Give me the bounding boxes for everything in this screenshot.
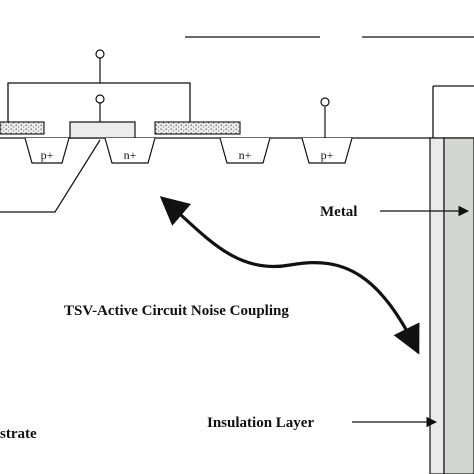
tsv-column (429, 85, 474, 474)
n-plus-mid-label: n+ (124, 148, 137, 162)
p-plus-left-label: p+ (41, 148, 54, 162)
n-well-mid (104, 137, 156, 164)
n-plus-right-label: n+ (239, 148, 252, 162)
insulation-layer (429, 137, 445, 474)
coupling-label: TSV-Active Circuit Noise Coupling (64, 303, 289, 319)
p-well-right (301, 137, 353, 164)
noise-coupling-arrow (159, 196, 420, 355)
left-leader-line (0, 139, 101, 213)
substrate-label: strate (0, 426, 37, 442)
p-well-left (24, 137, 70, 164)
right-terminal (320, 97, 330, 107)
gate-block (69, 121, 136, 139)
n-well-right (219, 137, 271, 164)
oxide-strip-right (154, 121, 241, 135)
p-plus-right-label: p+ (321, 148, 334, 162)
gate-terminal (95, 94, 105, 104)
insulation-label: Insulation Layer (207, 415, 314, 431)
tsv-metal-fill (443, 137, 474, 474)
oxide-strip-left (0, 121, 45, 135)
metal-label: Metal (320, 204, 357, 220)
top-terminal (95, 49, 105, 59)
transistor-structure (0, 49, 330, 139)
doped-wells: p+ n+ n+ p+ (24, 137, 353, 164)
interconnect-outline (7, 82, 191, 122)
